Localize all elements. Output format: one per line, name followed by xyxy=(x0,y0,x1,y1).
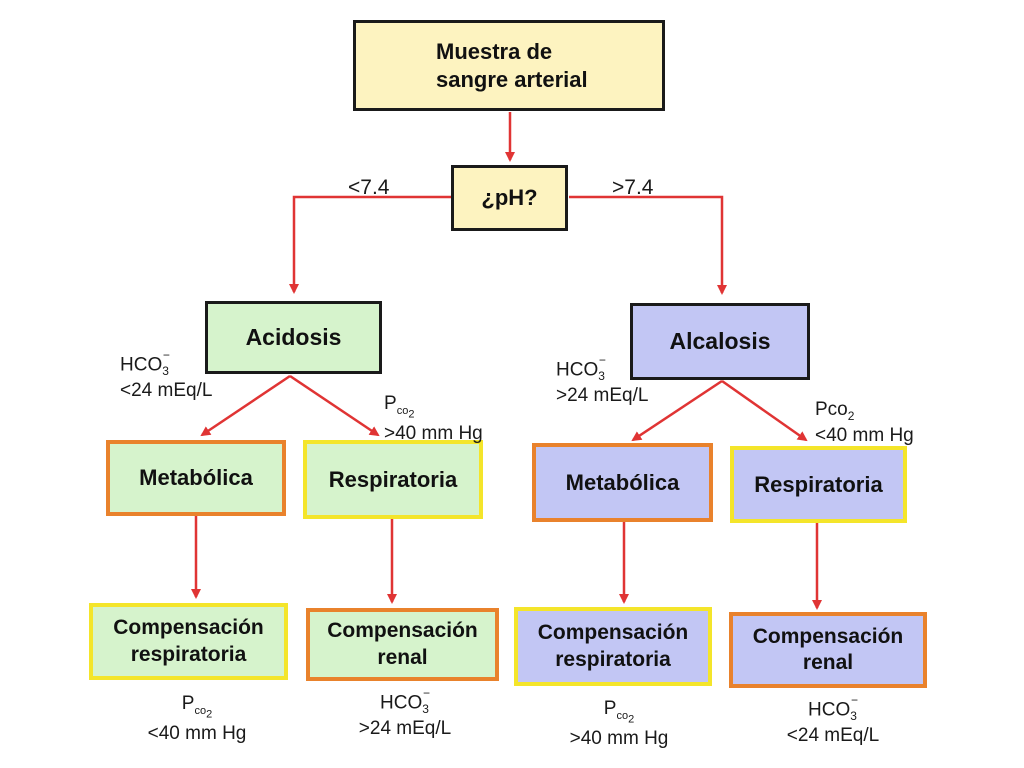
arrow-alcalosis-to-metabolica xyxy=(631,379,723,442)
root-node: Muestra de sangre arterial xyxy=(353,20,665,111)
comp-renal-1-node: Compensación renal xyxy=(306,608,499,681)
arrow-alcalosis-to-respiratoria xyxy=(721,379,808,442)
arrow-acidosis-to-respiratoria xyxy=(289,374,380,437)
bottom-label-2: HCO3− >24 mEq/L xyxy=(358,686,452,740)
acidosis-node: Acidosis xyxy=(205,301,382,374)
edge-label-acid-hco3: HCO3− <24 mEq/L xyxy=(120,348,213,402)
edge-label-left-ph: <7.4 xyxy=(348,176,390,199)
edge-label-alc-pco2: Pco2 <40 mm Hg xyxy=(815,399,914,446)
comp-respiratoria-2-node: Compensación respiratoria xyxy=(514,607,712,686)
bottom-label-3: Pco2 >40 mm Hg xyxy=(569,698,669,749)
comp-respiratoria-1-node: Compensación respiratoria xyxy=(89,603,288,680)
alc-metabolica-node: Metabólica xyxy=(532,443,713,522)
arrow-acidosis-to-metabolica xyxy=(200,374,291,437)
acid-respiratoria-node: Respiratoria xyxy=(303,440,483,519)
edge-label-right-ph: >7.4 xyxy=(612,176,654,199)
arrow-ph-to-alcalosis xyxy=(569,195,727,295)
bottom-label-4: HCO3− <24 mEq/L xyxy=(786,693,880,747)
edge-label-alc-hco3: HCO3− >24 mEq/L xyxy=(556,353,649,407)
arrow-ph-to-acidosis xyxy=(289,195,452,294)
bottom-label-1: Pco2 <40 mm Hg xyxy=(147,693,247,744)
alc-respiratoria-node: Respiratoria xyxy=(730,446,907,523)
edge-label-acid-pco2: Pco2 >40 mm Hg xyxy=(384,393,483,444)
comp-renal-2-node: Compensación renal xyxy=(729,612,927,688)
alcalosis-node: Alcalosis xyxy=(630,303,810,380)
acid-metabolica-node: Metabólica xyxy=(106,440,286,516)
ph-node: ¿pH? xyxy=(451,165,568,231)
